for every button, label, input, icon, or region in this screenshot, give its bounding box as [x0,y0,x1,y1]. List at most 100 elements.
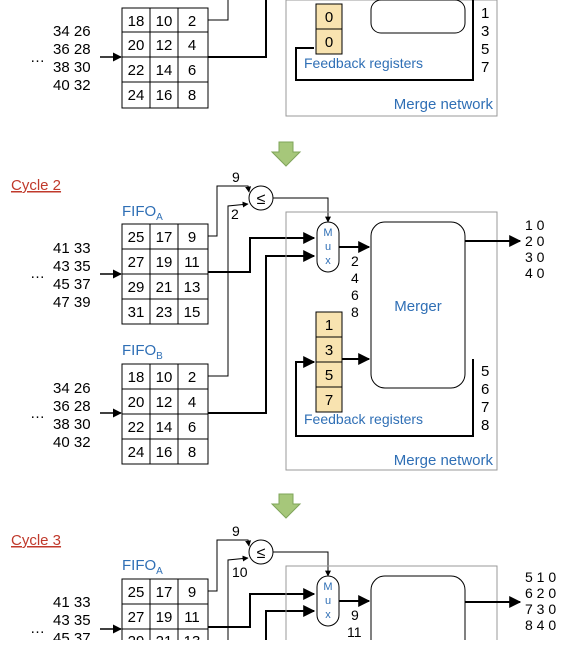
stream-value: 1 [481,5,489,22]
merger-block [370,575,466,645]
input-pair: 36 28 [53,41,91,58]
cycle-2-panel: Cycle 2 FIFOA 25 17 9 27 19 11 29 21 13 … [11,169,545,471]
fifo-cell: 13 [184,279,201,296]
stream-value: 5 [481,41,489,58]
input-pair: 45 37 [53,630,91,640]
fifo-b-input-stream: 34 26 36 28 38 30 40 32 … [30,380,91,451]
comparator-symbol: ≤ [257,191,266,208]
stream-value: 9 [351,607,359,623]
fifo-cell: 17 [156,229,173,246]
stream-value: 11 [347,624,362,640]
fifo-cell: 25 [128,229,145,246]
input-pair: 45 37 [53,276,91,293]
fifo-cell: 18 [128,13,145,30]
fifo-cell: 9 [188,229,196,246]
fifo-cell: 22 [128,419,145,436]
mux-letter: u [325,595,331,607]
top-merger-right-stream: 1 3 5 7 [481,5,489,76]
fifo-cell: 2 [188,13,196,30]
merger-right-stream: 5 6 7 8 [481,363,489,434]
register-value: 0 [325,9,333,26]
output-row: 7 3 0 [525,601,556,617]
mux-letter: x [325,255,331,267]
merge-network-box [285,565,498,645]
output-row: 4 0 [525,265,545,281]
register-value: 7 [325,392,333,409]
mux-letter: u [325,241,331,253]
fifo-cell: 27 [128,254,145,271]
fifo-cell: 15 [184,304,201,321]
fifo-cell: 19 [156,609,173,626]
fifo-cell: 20 [128,394,145,411]
fifo-cell: 17 [156,584,173,601]
cycle-label: Cycle 2 [11,177,61,194]
comparator: ≤ [248,185,274,211]
fifo-cell: 10 [156,369,173,386]
fifo-cell: 6 [188,419,196,436]
output-row: 1 0 [525,217,545,233]
input-pair: 47 39 [53,294,91,311]
fifo-a-label: FIFOA [122,203,163,223]
cycle-3-panel: Cycle 3 FIFOA 25 17 9 27 19 11 29 21 13 … [11,523,556,645]
down-arrow-icon [270,141,302,167]
top-fifo-b-grid [121,7,209,109]
fifo-cell: 8 [188,87,196,104]
fifo-cell: 14 [156,419,173,436]
output-row: 2 0 [525,233,545,249]
fifo-cell: 29 [128,633,145,640]
stream-value: 6 [351,287,359,303]
output-stream: 5 1 0 6 2 0 7 3 0 8 4 0 [525,569,556,633]
fifo-a-input-stream: 41 33 43 35 45 37 … [30,594,91,645]
fifo-b-label: FIFOB [122,342,163,362]
stream-value: 6 [481,381,489,398]
top-feedback-registers: 0 0 [315,3,343,55]
fifo-cell: 9 [188,584,196,601]
mux-output-stream: 9 11 [347,607,362,640]
feedback-label: Feedback registers [304,55,423,71]
fifo-cell: 29 [128,279,145,296]
fifo-a-grid [121,578,209,645]
fifo-cell: 4 [188,394,196,411]
fifo-cell: 25 [128,584,145,601]
top-input-stream: 34 26 36 28 38 30 40 32 … [30,23,91,94]
fifo-a-grid [121,223,209,325]
top-fifo-b-cells: 18 10 2 20 12 4 22 14 6 24 16 8 [128,13,197,104]
output-row: 3 0 [525,249,545,265]
output-row: 5 1 0 [525,569,556,585]
input-pair: 43 35 [53,258,91,275]
input-pair: 41 33 [53,240,91,257]
fifo-cell: 2 [188,369,196,386]
fifo-cell: 21 [156,279,173,296]
mux-letter: M [323,227,332,239]
fifo-a-cells: 25 17 9 27 19 11 29 21 13 31 23 15 [128,229,201,321]
fifo-cell: 14 [156,62,173,79]
fifo-cell: 12 [156,37,173,54]
input-pair: 34 26 [53,380,91,397]
register-value: 3 [325,342,333,359]
fifo-a-label: FIFOA [122,557,163,577]
mux: M u x [316,575,340,627]
fifo-cell: 27 [128,609,145,626]
cmp-input-a: 9 [232,523,240,539]
output-row: 6 2 0 [525,585,556,601]
cmp-input-a: 9 [232,169,240,185]
fifo-cell: 24 [128,444,145,461]
fifo-cell: 22 [128,62,145,79]
fifo-cell: 8 [188,444,196,461]
register-value: 5 [325,367,333,384]
comparator: ≤ [248,539,274,565]
mux-letter: x [325,609,331,621]
input-pair: 38 30 [53,59,91,76]
top-partial-panel: 18 10 2 20 12 4 22 14 6 24 16 8 34 26 36… [30,0,498,117]
merger-label: Merger [394,298,442,315]
feedback-registers: 1 3 5 7 [315,311,343,413]
mux-letter: M [323,581,332,593]
merge-network-box [285,211,498,471]
stream-value: 3 [481,23,489,40]
input-pair: 34 26 [53,23,91,40]
fifo-cell: 24 [128,87,145,104]
ellipsis: … [30,620,45,637]
stream-value: 4 [351,270,359,286]
stream-value: 5 [481,363,489,380]
